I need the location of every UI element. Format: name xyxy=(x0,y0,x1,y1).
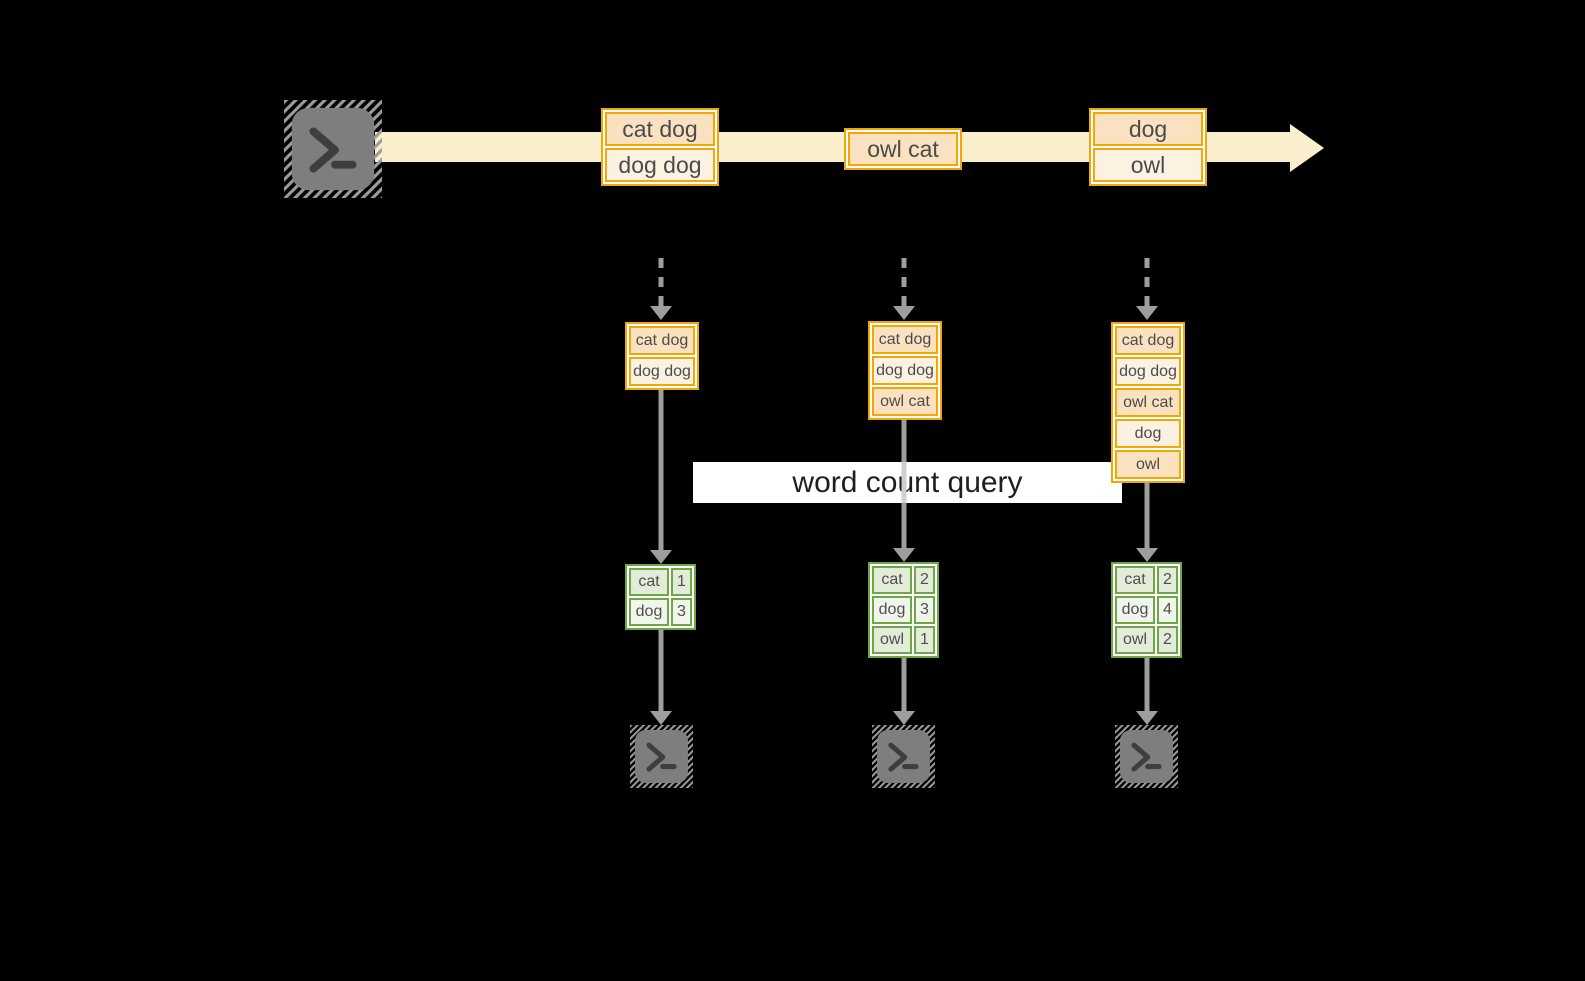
terminal-icon xyxy=(630,725,693,788)
count-value: 4 xyxy=(1157,596,1178,624)
stream-event-3: dog owl xyxy=(1089,108,1207,186)
state-record: dog dog xyxy=(1115,357,1181,386)
state-record: owl cat xyxy=(872,387,938,416)
connector-through-banner xyxy=(901,462,907,503)
count-table-1: cat 1 dog 3 xyxy=(625,564,696,630)
stream-to-state-arrow-2 xyxy=(901,258,907,306)
count-value: 2 xyxy=(1157,626,1178,654)
terminal-icon xyxy=(872,725,935,788)
arrow-head-icon xyxy=(893,548,915,562)
state-record: owl cat xyxy=(1115,388,1181,417)
state-record: dog xyxy=(1115,419,1181,448)
count-value: 3 xyxy=(671,598,692,626)
count-to-sink-arrow-3 xyxy=(1144,658,1150,711)
arrow-head-icon xyxy=(1136,306,1158,320)
count-word: dog xyxy=(872,596,912,624)
terminal-icon xyxy=(283,100,383,198)
state-store-1: cat dog dog dog xyxy=(625,322,699,390)
arrow-head-icon xyxy=(1136,711,1158,725)
stream-event-2: owl cat xyxy=(844,128,962,170)
arrow-head-icon xyxy=(893,711,915,725)
count-word: owl xyxy=(1115,626,1155,654)
arrow-head-icon xyxy=(893,306,915,320)
state-store-3: cat dog dog dog owl cat dog owl xyxy=(1111,322,1185,483)
count-word: cat xyxy=(1115,566,1155,594)
state-record: cat dog xyxy=(872,325,938,354)
count-table-2: cat 2 dog 3 owl 1 xyxy=(868,562,939,658)
state-record: dog dog xyxy=(629,357,695,386)
arrow-head-icon xyxy=(650,306,672,320)
count-to-sink-arrow-1 xyxy=(658,630,664,711)
stream-event-1: cat dog dog dog xyxy=(601,108,719,186)
arrow-head-icon xyxy=(650,711,672,725)
state-to-count-arrow-3 xyxy=(1144,481,1150,548)
count-word: dog xyxy=(1115,596,1155,624)
terminal-icon xyxy=(1115,725,1178,788)
count-table-3: cat 2 dog 4 owl 2 xyxy=(1111,562,1182,658)
arrow-head-icon xyxy=(1136,548,1158,562)
count-to-sink-arrow-2 xyxy=(901,658,907,711)
state-record: owl xyxy=(1115,450,1181,479)
event-record: cat dog xyxy=(605,112,715,146)
count-word: dog xyxy=(629,598,669,626)
count-word: cat xyxy=(872,566,912,594)
state-store-2: cat dog dog dog owl cat xyxy=(868,321,942,420)
event-record: dog xyxy=(1093,112,1203,146)
count-word: owl xyxy=(872,626,912,654)
count-value: 1 xyxy=(914,626,935,654)
stream-to-state-arrow-1 xyxy=(658,258,664,306)
count-value: 1 xyxy=(671,568,692,596)
stream-arrowhead xyxy=(1290,124,1324,172)
state-to-count-arrow-1 xyxy=(658,388,664,550)
event-record: owl cat xyxy=(848,132,958,166)
count-value: 3 xyxy=(914,596,935,624)
event-record: owl xyxy=(1093,148,1203,182)
state-record: cat dog xyxy=(629,326,695,355)
count-value: 2 xyxy=(1157,566,1178,594)
query-banner: word count query xyxy=(693,462,1122,503)
state-record: cat dog xyxy=(1115,326,1181,355)
arrow-head-icon xyxy=(650,550,672,564)
count-word: cat xyxy=(629,568,669,596)
query-label: word count query xyxy=(792,465,1023,499)
stream-to-state-arrow-3 xyxy=(1144,258,1150,306)
state-record: dog dog xyxy=(872,356,938,385)
count-value: 2 xyxy=(914,566,935,594)
event-record: dog dog xyxy=(605,148,715,182)
